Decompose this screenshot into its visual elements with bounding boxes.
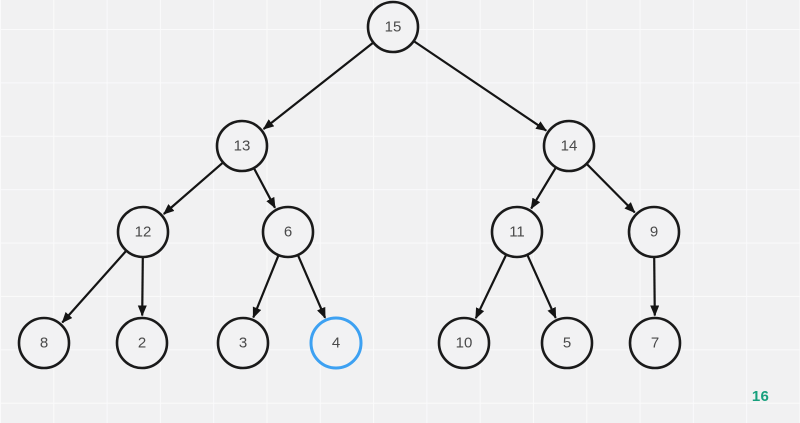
tree-edge-11-5 — [526, 255, 557, 319]
tree-node-14: 14 — [542, 119, 596, 173]
tree-edge-12-8 — [61, 250, 127, 324]
tree-node-2: 2 — [115, 316, 169, 370]
node-circle — [437, 316, 491, 370]
tree-edge-13-6 — [253, 168, 276, 209]
node-circle — [542, 119, 596, 173]
node-circle — [216, 316, 270, 370]
node-circle — [261, 205, 315, 259]
tree-edge-15-14 — [413, 40, 548, 132]
node-circle — [540, 316, 594, 370]
node-circle — [366, 0, 420, 54]
node-circle-highlighted — [309, 316, 363, 370]
tree-edge-6-3 — [252, 255, 280, 319]
tree-edges — [61, 40, 660, 324]
tree-edge-14-9 — [586, 163, 636, 214]
tree-node-8: 8 — [17, 316, 71, 370]
node-circle — [115, 316, 169, 370]
tree-node-7: 7 — [628, 316, 682, 370]
step-counter: 16 — [751, 388, 769, 405]
tree-node-3: 3 — [216, 316, 270, 370]
node-circle — [215, 119, 269, 173]
node-circle — [116, 205, 170, 259]
node-circle — [17, 316, 71, 370]
tree-node-6: 6 — [261, 205, 315, 259]
tree-edge-6-4 — [297, 255, 327, 319]
tree-node-10: 10 — [437, 316, 491, 370]
tree-node-4: 4 — [309, 316, 363, 370]
node-circle — [627, 205, 681, 259]
tree-node-5: 5 — [540, 316, 594, 370]
node-circle — [490, 205, 544, 259]
tree-node-11: 11 — [490, 205, 544, 259]
tree-node-9: 9 — [627, 205, 681, 259]
tree-edge-15-13 — [262, 42, 374, 130]
tree-node-12: 12 — [116, 205, 170, 259]
tree-edge-14-11 — [530, 167, 557, 210]
tree-node-15: 15 — [366, 0, 420, 54]
tree-node-13: 13 — [215, 119, 269, 173]
node-circle — [628, 316, 682, 370]
tree-edge-12-2 — [137, 257, 147, 317]
tree-edge-13-12 — [163, 162, 224, 215]
tree-edge-11-10 — [474, 255, 507, 320]
tree-edge-9-7 — [650, 257, 660, 317]
